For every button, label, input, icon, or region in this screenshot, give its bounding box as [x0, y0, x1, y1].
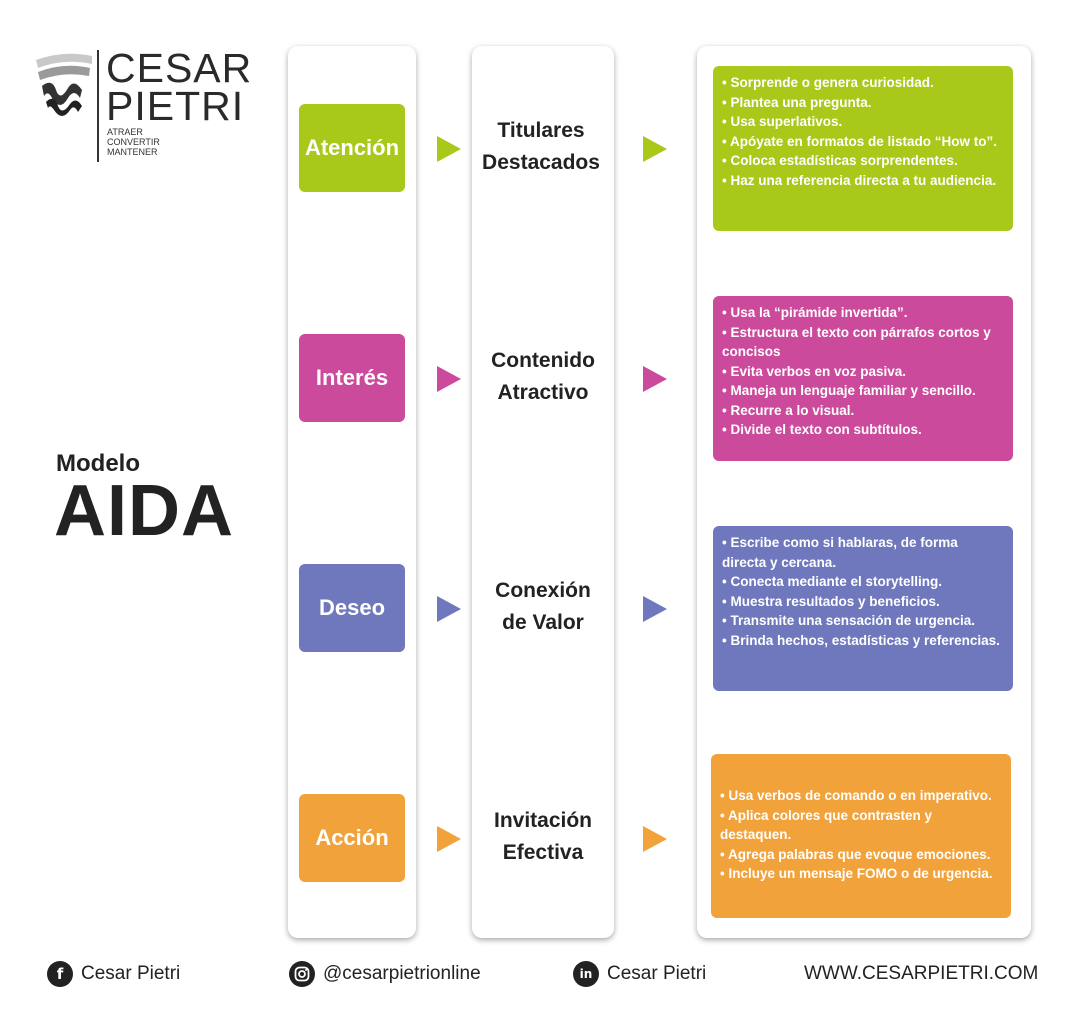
arrow-right-icon — [643, 366, 667, 392]
facebook-icon: f — [47, 961, 73, 987]
tip-item: • Brinda hechos, estadísticas y referenc… — [722, 632, 1000, 648]
tip-item: • Coloca estadísticas sorprendentes. — [722, 153, 958, 168]
tip-item: • Divide el texto con subtítulos. — [722, 422, 922, 437]
heading-deseo: Conexión de Valor — [472, 575, 614, 639]
heading-line: Efectiva — [502, 841, 584, 864]
arrow-right-icon — [643, 136, 667, 162]
footer-instagram[interactable]: @cesarpietrionline — [289, 960, 481, 988]
stage-column — [288, 46, 416, 938]
tip-item: • Sorprende o genera curiosidad. — [722, 75, 934, 90]
tips-atencion: • Sorprende o genera curiosidad. • Plant… — [713, 66, 1013, 231]
footer-linkedin-text: Cesar Pietri — [607, 963, 707, 984]
tip-item: • Haz una referencia directa a tu audien… — [722, 172, 997, 188]
arrow-right-icon — [437, 136, 461, 162]
heading-line: Titulares — [497, 119, 585, 142]
instagram-icon — [289, 961, 315, 987]
heading-line: Invitación — [493, 809, 593, 832]
tip-item: • Escribe como si hablaras, de forma dir… — [722, 535, 958, 570]
tip-item: • Incluye un mensaje FOMO o de urgencia. — [720, 866, 993, 881]
stage-deseo: Deseo — [299, 564, 405, 652]
tips-accion: • Usa verbos de comando o en imperativo.… — [711, 754, 1011, 918]
footer-linkedin[interactable]: in Cesar Pietri — [573, 960, 706, 988]
heading-line: de Valor — [502, 611, 584, 634]
arrow-right-icon — [437, 826, 461, 852]
tip-item: • Recurre a lo visual. — [722, 402, 855, 418]
tip-item: • Usa superlativos. — [722, 114, 843, 129]
heading-atencion: Titulares Destacados — [470, 115, 612, 179]
tip-item: • Usa verbos de comando o en imperativo. — [720, 788, 992, 803]
footer-facebook[interactable]: f Cesar Pietri — [47, 960, 180, 988]
tip-item: • Agrega palabras que evoque emociones. — [720, 846, 991, 862]
logo-name-line1: CESAR — [106, 45, 253, 91]
title-large: AIDA — [54, 471, 234, 551]
tip-item: • Evita verbos en voz pasiva. — [722, 363, 907, 379]
arrow-right-icon — [643, 596, 667, 622]
logo-tagline-1: ATRAER — [107, 127, 143, 137]
stage-accion: Acción — [299, 794, 405, 882]
logo-mark-icon — [36, 53, 92, 116]
tip-item: • Estructura el texto con párrafos corto… — [722, 324, 991, 360]
arrow-right-icon — [437, 366, 461, 392]
tip-item: • Conecta mediante el storytelling. — [722, 574, 943, 589]
footer-instagram-text: @cesarpietrionline — [323, 963, 481, 984]
tips-interes: • Usa la “pirámide invertida”. • Estruct… — [713, 296, 1013, 461]
heading-column — [472, 46, 614, 938]
tip-item: • Apóyate en formatos de listado “How to… — [722, 133, 998, 149]
footer-website-link[interactable]: WWW.CESARPIETRI.COM — [804, 963, 1039, 984]
heading-line: Atractivo — [497, 381, 589, 404]
tip-item: • Transmite una sensación de urgencia. — [722, 613, 976, 628]
tip-item: • Aplica colores que contrasten y destaq… — [720, 807, 933, 843]
heading-interes: Contenido Atractivo — [472, 345, 614, 409]
heading-accion: Invitación Efectiva — [472, 805, 614, 869]
heading-line: Destacados — [482, 151, 600, 174]
stage-atencion: Atención — [299, 104, 405, 192]
arrow-right-icon — [437, 596, 461, 622]
logo-tagline-3: MANTENER — [107, 147, 158, 157]
tips-deseo: • Escribe como si hablaras, de forma dir… — [713, 526, 1013, 691]
arrow-right-icon — [643, 826, 667, 852]
tip-item: • Maneja un lenguaje familiar y sencillo… — [722, 383, 976, 398]
heading-line: Conexión — [495, 579, 591, 602]
logo-tagline-2: CONVERTIR — [107, 137, 160, 147]
heading-line: Contenido — [491, 349, 595, 372]
tip-item: • Muestra resultados y beneficios. — [722, 593, 940, 609]
stage-interes: Interés — [299, 334, 405, 422]
linkedin-icon: in — [573, 961, 599, 987]
title-small: Modelo — [56, 450, 140, 477]
logo-name-line2: PIETRI — [106, 83, 245, 129]
footer-facebook-text: Cesar Pietri — [81, 963, 181, 984]
logo-divider — [97, 50, 99, 162]
tip-item: • Usa la “pirámide invertida”. — [722, 305, 908, 320]
tip-item: • Plantea una pregunta. — [722, 94, 872, 110]
